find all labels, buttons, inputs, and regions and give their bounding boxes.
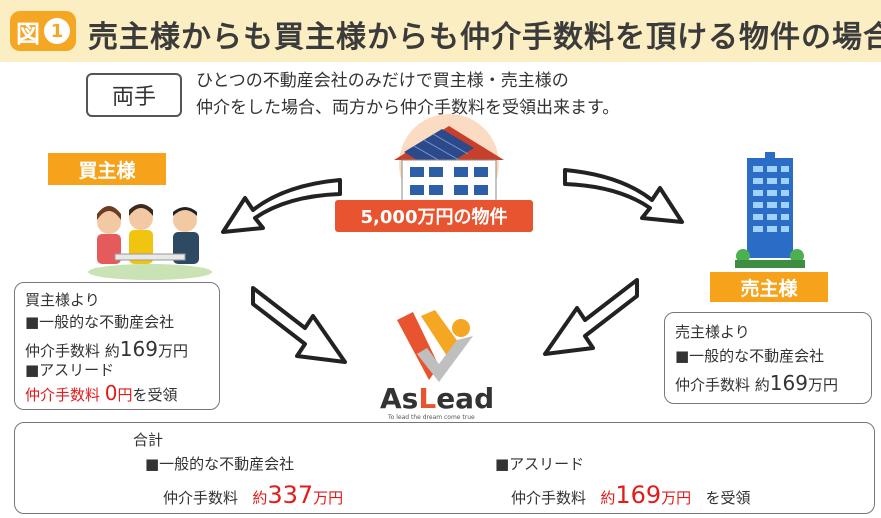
- total-aslead-fee-label: 仲介手数料: [511, 489, 587, 507]
- office-building-icon: [735, 152, 805, 268]
- buyer-box-aslead-fee: 仲介手数料 0円を受領: [25, 381, 178, 405]
- seller-tag: 売主様: [710, 272, 828, 302]
- figure-badge: 図 1: [10, 11, 76, 51]
- seller-box-general: ■一般的な不動産会社: [675, 347, 825, 365]
- total-general-number: 337: [267, 481, 314, 509]
- ryote-label: 両手: [86, 73, 182, 117]
- buyer-box-general-fee: 仲介手数料 約169万円: [25, 337, 188, 361]
- total-aslead-prefix: 約: [600, 489, 616, 507]
- total-aslead-unit: 万円: [661, 489, 692, 507]
- buyer-fee-prefix: 仲介手数料 約: [25, 342, 120, 360]
- total-aslead-suffix: を受領: [705, 489, 751, 507]
- buyer-fee-unit: 万円: [157, 342, 188, 360]
- description-line-2: 仲介をした場合、両方から仲介手数料を受領出来ます。: [196, 98, 620, 118]
- aslead-logo-as: As: [380, 382, 419, 415]
- page-title: 売主様からも買主様からも仲介手数料を頂ける物件の場合: [88, 20, 881, 55]
- arrow-seller-to-aslead-icon: [543, 278, 639, 356]
- ryote-description: ひとつの不動産会社のみだけで買主様・売主様の 仲介をした場合、両方から仲介手数料…: [196, 68, 619, 122]
- figure-badge-text: 図: [16, 19, 40, 48]
- total-box: 合計 ■一般的な不動産会社 仲介手数料 約337万円 ■アスリード 仲介手数料 …: [14, 422, 875, 514]
- buyers-icon: [88, 204, 212, 280]
- aslead-logo-text: AsLead: [380, 382, 494, 415]
- property-label: 5,000万円の物件: [335, 200, 533, 232]
- total-general-label: ■一般的な不動産会社: [145, 455, 295, 473]
- seller-box-heading: 売主様より: [675, 323, 750, 341]
- total-general-fee: 仲介手数料 約337万円: [163, 481, 343, 509]
- seller-fee-prefix: 仲介手数料 約: [675, 376, 770, 394]
- arrow-buyer-to-aslead-icon: [251, 286, 347, 364]
- house-icon: [394, 114, 504, 212]
- aslead-logo-icon: [397, 310, 473, 382]
- total-general-prefix: 約: [252, 489, 268, 507]
- total-general-fee-label: 仲介手数料: [163, 489, 239, 507]
- buyer-tag: 買主様: [48, 153, 166, 185]
- seller-fee-number: 169: [769, 371, 808, 395]
- header-band: [0, 0, 881, 62]
- figure-badge-number: 1: [44, 18, 70, 44]
- arrow-to-seller-icon: [563, 168, 684, 224]
- buyer-aslead-fee-suffix: を受領: [132, 386, 178, 404]
- buyer-aslead-fee-unit: 円: [117, 386, 133, 404]
- buyer-fee-box: 買主様より ■一般的な不動産会社 仲介手数料 約169万円 ■アスリード 仲介手…: [14, 282, 220, 410]
- total-aslead-label: ■アスリード: [495, 455, 585, 473]
- total-heading: 合計: [133, 431, 164, 449]
- buyer-box-general: ■一般的な不動産会社: [25, 313, 175, 331]
- total-general-unit: 万円: [313, 489, 344, 507]
- aslead-logo-l: L: [418, 382, 437, 415]
- total-aslead-number: 169: [615, 481, 662, 509]
- description-line-1: ひとつの不動産会社のみだけで買主様・売主様の: [196, 71, 569, 91]
- seller-box-general-fee: 仲介手数料 約169万円: [675, 371, 838, 395]
- arrow-to-buyer-icon: [221, 178, 342, 234]
- buyer-aslead-fee-number: 0: [104, 381, 118, 405]
- aslead-tagline: To lead the dream come true: [388, 414, 475, 421]
- buyer-aslead-fee-label: 仲介手数料: [25, 386, 101, 404]
- buyer-fee-number: 169: [119, 337, 158, 361]
- seller-fee-box: 売主様より ■一般的な不動産会社 仲介手数料 約169万円: [664, 312, 872, 404]
- buyer-box-aslead: ■アスリード: [25, 361, 115, 379]
- seller-fee-unit: 万円: [807, 376, 838, 394]
- buyer-box-heading: 買主様より: [25, 291, 100, 309]
- aslead-logo-ead: ead: [436, 382, 495, 415]
- total-aslead-fee: 仲介手数料 約169万円 を受領: [511, 481, 751, 509]
